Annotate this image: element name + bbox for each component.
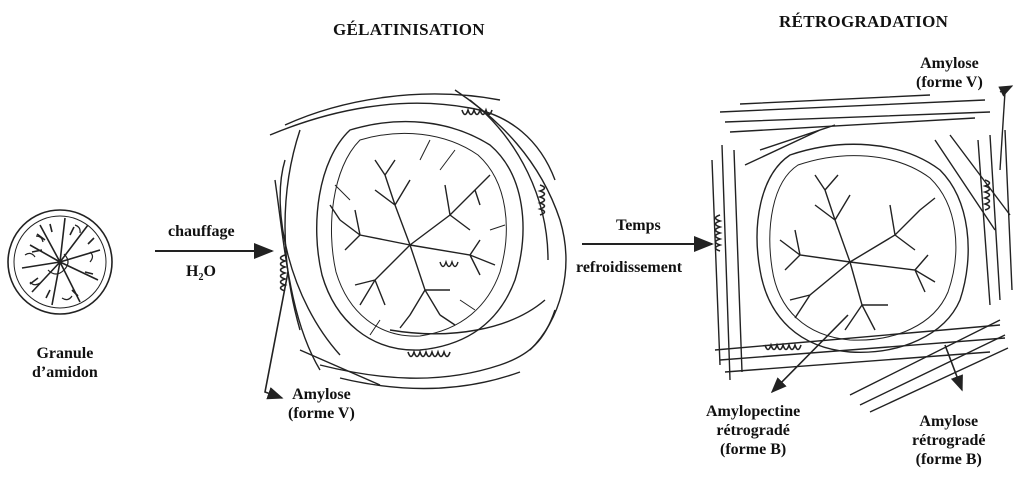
amylose-v-right-pointer <box>1000 92 1005 170</box>
amylose-retro-line2: rétrogradé <box>912 431 985 450</box>
amylopectine-retro-label: Amylopectine rétrogradé (forme B) <box>706 402 800 460</box>
retrograded-network <box>712 95 1012 412</box>
amylopectine-retro-line3: (forme B) <box>706 440 800 459</box>
retrogradation-title: RÉTROGRADATION <box>779 12 948 32</box>
starch-granule-icon <box>8 210 112 314</box>
amylose-v-left-line2: (forme V) <box>288 404 355 423</box>
amylose-v-right-label: Amylose (forme V) <box>916 54 983 92</box>
granule-label-line2: d’amidon <box>32 363 98 382</box>
granule-label-line1: Granule <box>32 344 98 363</box>
amylose-v-left-label: Amylose (forme V) <box>288 385 355 423</box>
time-label: Temps <box>616 216 661 235</box>
granule-label: Granule d’amidon <box>32 344 98 382</box>
amylose-v-left-pointer <box>265 272 288 398</box>
heating-label: chauffage <box>168 222 235 241</box>
amylose-retro-line3: (forme B) <box>912 450 985 469</box>
gelatinisation-title: GÉLATINISATION <box>333 20 485 40</box>
amylopectine-retro-pointer <box>772 315 848 392</box>
amylopectine-retro-line2: rétrogradé <box>706 421 800 440</box>
amylose-retro-label: Amylose rétrogradé (forme B) <box>912 412 985 470</box>
amylopectine-retro-line1: Amylopectine <box>706 402 800 421</box>
gelatinised-granule <box>270 90 566 388</box>
cooling-label: refroidissement <box>576 258 682 277</box>
amylose-v-left-line1: Amylose <box>288 385 355 404</box>
amylose-retro-line1: Amylose <box>912 412 985 431</box>
amylose-v-right-line1: Amylose <box>916 54 983 73</box>
amylose-v-right-line2: (forme V) <box>916 73 983 92</box>
water-label: H2O <box>186 262 216 284</box>
amylose-retro-pointer <box>945 345 962 390</box>
